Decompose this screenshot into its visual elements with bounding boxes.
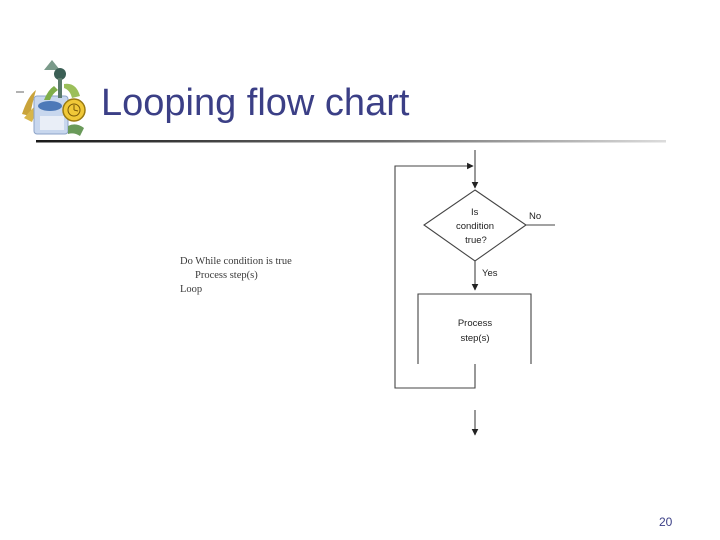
no-label: No <box>529 211 541 222</box>
process-box <box>418 294 531 364</box>
decision-text-line-1: Is <box>471 207 479 218</box>
decision-text-line-3: true? <box>465 235 487 246</box>
loop-back-path <box>395 166 475 388</box>
decision-text-line-2: condition <box>456 221 494 232</box>
page-number: 20 <box>659 515 672 529</box>
process-text-line-1: Process <box>458 318 493 329</box>
yes-label: Yes <box>482 268 498 279</box>
process-text-line-2: step(s) <box>460 333 489 344</box>
